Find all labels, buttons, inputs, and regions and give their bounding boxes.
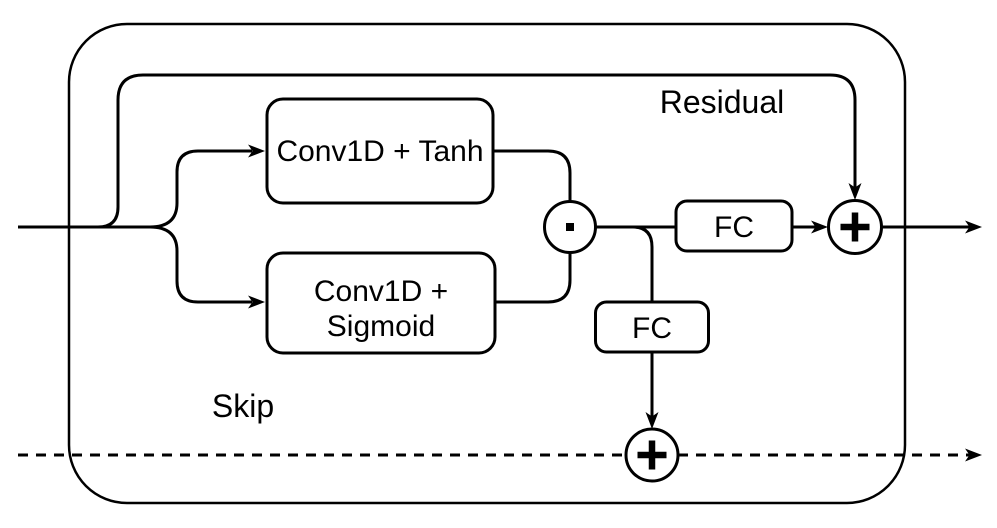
conv-sigmoid-label-line1: Conv1D +	[314, 275, 448, 308]
multiply-to-skip-fc-connector	[632, 225, 654, 302]
skip-add-arrowhead-icon	[645, 412, 659, 429]
residual-add-arrowhead-icon	[811, 220, 828, 234]
skip-output-arrowhead-icon	[965, 448, 982, 462]
residual-bypass-connector	[97, 73, 857, 229]
skip-plus-icon	[637, 440, 667, 470]
tanh-to-multiply-connector	[493, 149, 572, 202]
residual-plus-icon	[840, 212, 870, 242]
sigmoid-arrowhead-icon	[248, 295, 265, 309]
input-to-sigmoid-connector	[149, 225, 252, 304]
tanh-arrowhead-icon	[248, 144, 265, 158]
fc-skip-label: FC	[632, 312, 672, 345]
conv-sigmoid-label-line2: Sigmoid	[327, 310, 435, 343]
input-to-tanh-connector	[149, 149, 252, 229]
output-arrowhead-icon	[965, 220, 982, 234]
residual-annotation: Residual	[660, 84, 785, 120]
sigmoid-to-multiply-connector	[495, 253, 572, 304]
multiply-dot-icon	[566, 223, 574, 231]
residual-arrowhead-icon	[848, 183, 862, 200]
fc-residual-label: FC	[714, 211, 754, 244]
skip-annotation: Skip	[212, 388, 274, 424]
outer-block-border	[67, 22, 907, 505]
conv-tanh-label: Conv1D + Tanh	[276, 135, 483, 168]
